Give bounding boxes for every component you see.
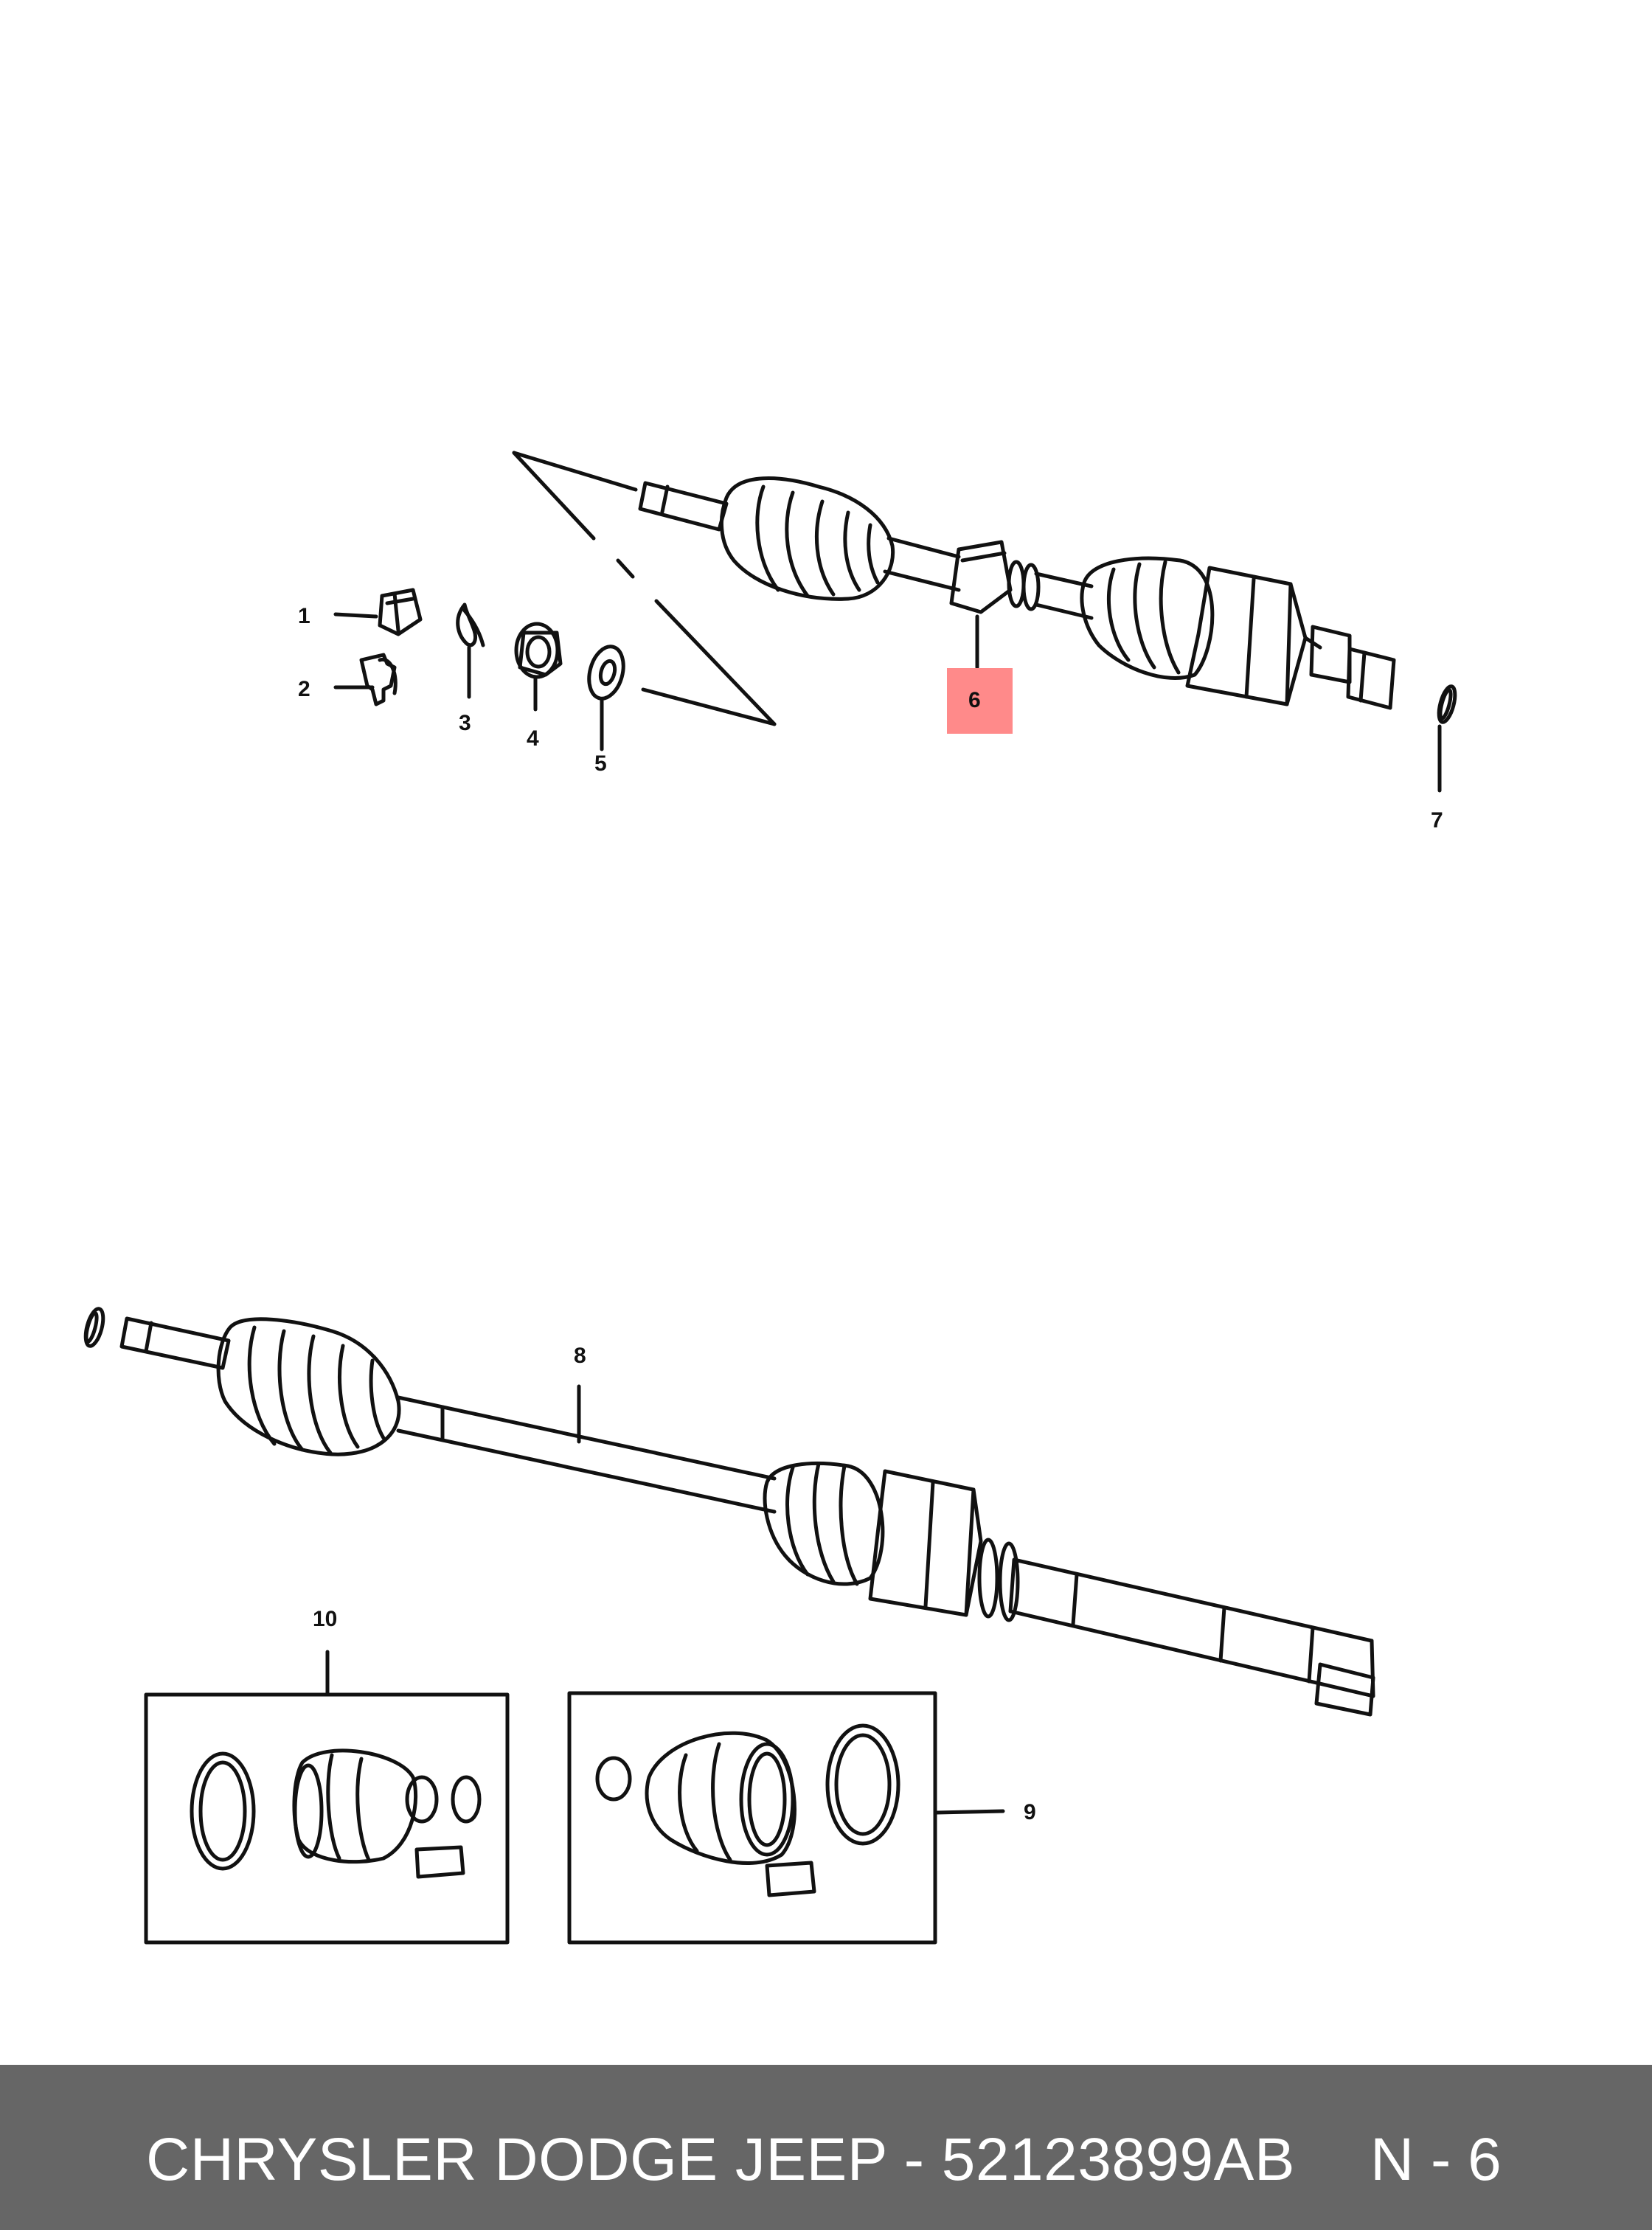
- callout-7: 7: [1431, 808, 1443, 833]
- callout-9: 9: [1024, 1800, 1036, 1824]
- callout-6: 6: [968, 688, 981, 712]
- upper-axle-shaft: [638, 476, 1396, 710]
- footer-diagram-code: N - 6: [1370, 2126, 1502, 2193]
- footer-bar: [0, 2065, 1652, 2230]
- hub-nut-icon: [333, 588, 423, 636]
- bracket-lines: [512, 451, 777, 726]
- cotter-pin-icon: [456, 602, 485, 699]
- callout-8: 8: [574, 1344, 586, 1368]
- callout-1: 1: [298, 604, 310, 628]
- boot-kit-box-10: [144, 1650, 510, 1945]
- callout-4: 4: [527, 726, 539, 751]
- boot-kit-box-9: [567, 1691, 1005, 1945]
- callout-10: 10: [313, 1607, 337, 1631]
- callout-2: 2: [298, 677, 310, 701]
- lower-axle-shaft: [83, 1307, 1375, 1717]
- callout-5: 5: [594, 751, 607, 776]
- washer-icon: [587, 645, 625, 751]
- snap-ring-icon: [1437, 684, 1457, 793]
- callout-6-highlight: [947, 668, 1013, 734]
- parts-diagram: 1 2 3 4 5 6 7 8 9 10: [83, 451, 1457, 1945]
- hex-nut-icon: [514, 622, 563, 712]
- footer-part-number: CHRYSLER DODGE JEEP - 52123899AB: [146, 2126, 1296, 2193]
- callout-3: 3: [459, 711, 471, 735]
- nut-retainer-icon: [333, 653, 398, 706]
